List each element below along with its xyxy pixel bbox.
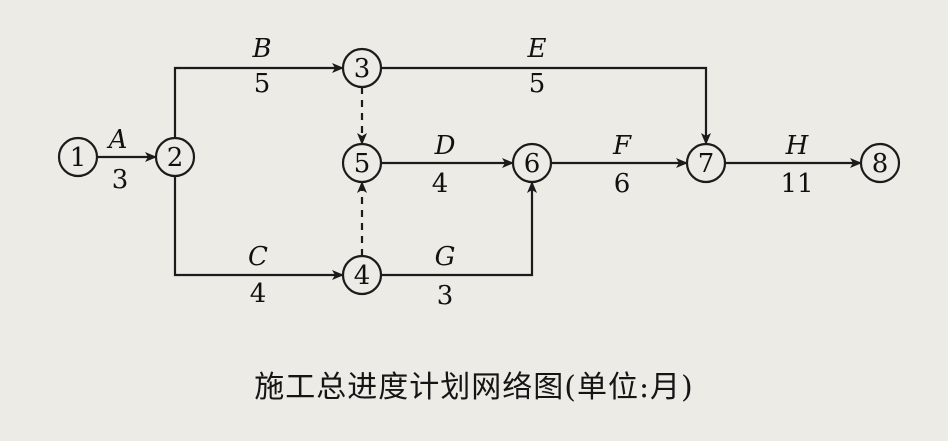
activity-duration-h: 11	[780, 169, 813, 199]
activity-arrow-c	[173, 176, 344, 280]
node-6: 6	[511, 142, 553, 184]
node-circle-2	[154, 136, 196, 178]
activity-duration-e: 5	[529, 69, 546, 99]
node-label-7: 7	[698, 149, 715, 179]
node-circle-3	[341, 47, 383, 89]
diagram-caption: 施工总进度计划网络图(单位:月)	[254, 370, 694, 405]
nodes-layer: 1 2 3 4 5 6 7 8	[57, 47, 901, 296]
node-4: 4	[341, 254, 383, 296]
activity-duration-c: 4	[250, 279, 267, 309]
node-circle-7	[685, 142, 727, 184]
node-7: 7	[685, 142, 727, 184]
activity-duration-d: 4	[432, 169, 449, 199]
node-3: 3	[341, 47, 383, 89]
node-8: 8	[859, 142, 901, 184]
node-label-1: 1	[70, 143, 87, 173]
activity-arrow-e	[381, 66, 711, 145]
node-circle-6	[511, 142, 553, 184]
node-label-4: 4	[354, 261, 371, 291]
node-2: 2	[154, 136, 196, 178]
node-label-2: 2	[167, 143, 184, 173]
node-1: 1	[57, 136, 99, 178]
activity-duration-g: 3	[437, 281, 454, 311]
node-circle-8	[859, 142, 901, 184]
node-5: 5	[341, 142, 383, 184]
edges-layer	[97, 63, 862, 280]
activity-name-g: G	[435, 242, 456, 272]
node-label-8: 8	[872, 149, 889, 179]
node-label-5: 5	[354, 149, 371, 179]
node-circle-4	[341, 254, 383, 296]
activity-duration-a: 3	[112, 165, 129, 195]
node-label-6: 6	[524, 149, 541, 179]
activity-name-h: H	[785, 131, 810, 161]
activity-arrow-b	[173, 63, 344, 138]
node-circle-5	[341, 142, 383, 184]
node-circle-1	[57, 136, 99, 178]
activity-name-b: B	[251, 34, 271, 64]
node-label-3: 3	[354, 54, 371, 84]
activity-name-c: C	[248, 242, 268, 272]
activity-duration-b: 5	[254, 69, 271, 99]
activity-duration-f: 6	[614, 169, 631, 199]
activity-name-f: F	[612, 131, 632, 161]
activity-name-e: E	[527, 34, 547, 64]
activity-arrow-g	[381, 181, 537, 277]
activity-name-a: A	[107, 125, 128, 155]
activity-name-d: D	[434, 131, 456, 161]
